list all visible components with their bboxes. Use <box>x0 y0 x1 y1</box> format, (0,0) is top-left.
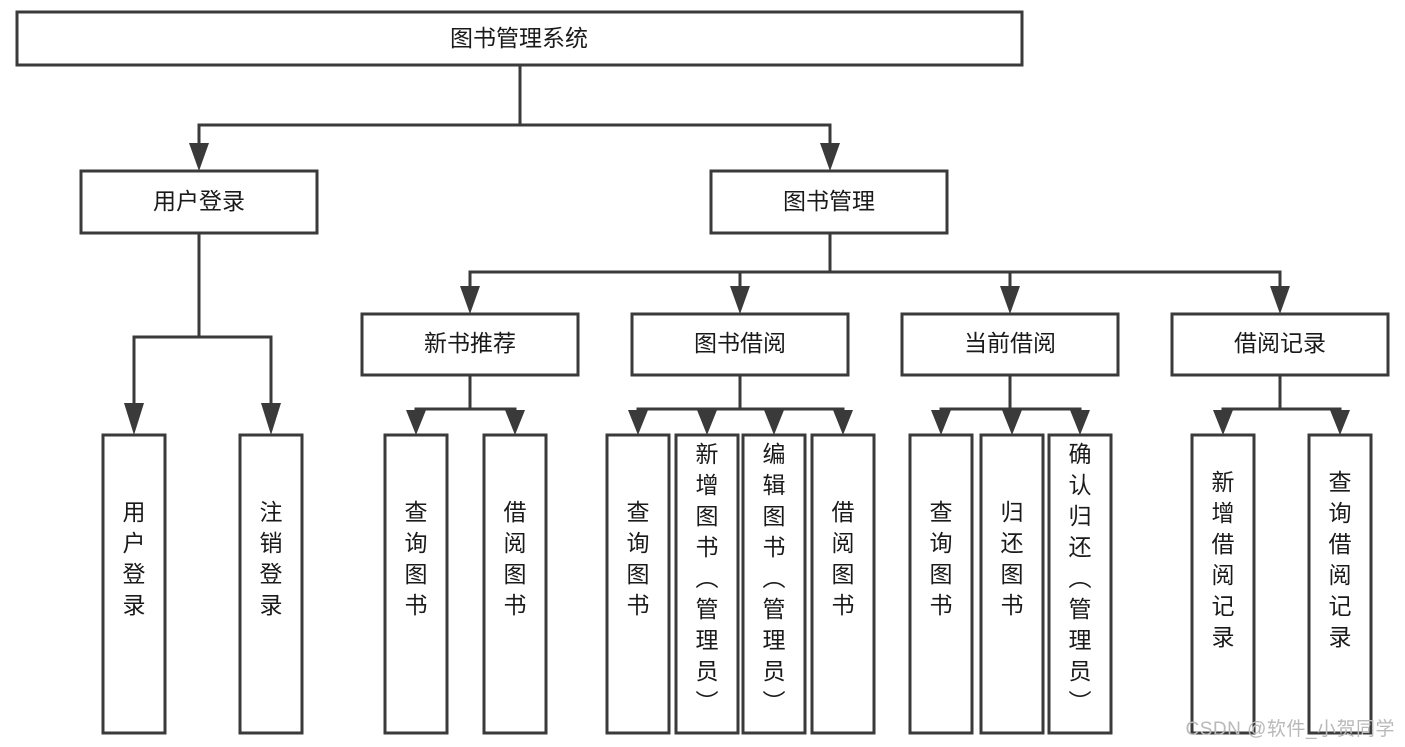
node-root-label: 图书管理系统 <box>450 25 588 51</box>
arrow-head-leaf-edit-book <box>764 410 784 435</box>
arrow-head-leaf-confirm-return <box>1070 410 1090 435</box>
node-leaf-return-book-box <box>979 433 1045 735</box>
node-leaf-add-book-box <box>674 433 740 735</box>
arrow-head-user-login <box>189 143 209 171</box>
arrow-head-book-borrow <box>730 286 750 314</box>
arrow-head-new-book-recommend <box>460 286 480 314</box>
node-leaf-user-login[interactable]: 用户登录 <box>101 433 167 735</box>
arrow-head-leaf-user-login <box>124 403 144 435</box>
node-new-book-recommend-label: 新书推荐 <box>424 330 516 356</box>
arrow-head-leaf-add-book <box>697 410 717 435</box>
node-leaf-add-record-label: 新增借阅记录 <box>1212 469 1235 650</box>
node-root-box <box>15 10 1024 67</box>
arrow-head-leaf-query-book-1 <box>406 410 426 435</box>
node-user-login-label: 用户登录 <box>153 188 245 214</box>
node-current-borrow-box <box>900 312 1120 377</box>
node-leaf-add-record-box <box>1190 433 1256 735</box>
arrow-head-leaf-return-book <box>1002 410 1022 435</box>
arrow-head-leaf-query-record <box>1330 410 1350 435</box>
arrow-head-leaf-borrow-book-1 <box>505 410 525 435</box>
arrow-head-leaf-add-record <box>1213 410 1233 435</box>
node-borrow-record-box <box>1170 312 1390 377</box>
node-leaf-query-record[interactable]: 查询借阅记录 <box>1307 433 1373 735</box>
node-borrow-record-label: 借阅记录 <box>1234 330 1326 356</box>
node-leaf-add-book-label: 新增图书︵管理员︶ <box>696 441 719 715</box>
node-leaf-return-book-label: 归还图书 <box>1001 499 1024 618</box>
arrow-head-leaf-query-book-3 <box>931 410 951 435</box>
node-user-login-box <box>79 169 319 235</box>
node-borrow-record[interactable]: 借阅记录 <box>1170 312 1390 377</box>
node-leaf-user-login-box <box>101 433 167 735</box>
node-leaf-borrow-book-2[interactable]: 借阅图书 <box>810 433 876 735</box>
node-book-borrow-label: 图书借阅 <box>694 330 786 356</box>
connector-lines-group <box>124 63 1350 435</box>
csdn-watermark: CSDN @软件_小贺同学 <box>1185 719 1395 740</box>
node-leaf-confirm-return[interactable]: 确认归还︵管理员︶ <box>1047 433 1113 735</box>
node-leaf-edit-book[interactable]: 编辑图书︵管理员︶ <box>741 433 807 735</box>
node-leaf-edit-book-label: 编辑图书︵管理员︶ <box>763 441 786 715</box>
node-new-book-recommend-box <box>360 312 580 377</box>
arrow-head-leaf-user-logout <box>261 403 281 435</box>
node-leaf-query-book-3[interactable]: 查询图书 <box>908 433 974 735</box>
node-leaf-borrow-book-1-label: 借阅图书 <box>504 499 527 618</box>
node-new-book-recommend[interactable]: 新书推荐 <box>360 312 580 377</box>
node-leaf-borrow-book-2-label: 借阅图书 <box>832 499 855 618</box>
node-leaf-add-book[interactable]: 新增图书︵管理员︶ <box>674 433 740 735</box>
node-leaf-query-book-1[interactable]: 查询图书 <box>383 433 449 735</box>
node-leaf-query-record-box <box>1307 433 1373 735</box>
node-current-borrow-label: 当前借阅 <box>964 330 1056 356</box>
node-leaf-edit-book-box <box>741 433 807 735</box>
node-leaf-return-book[interactable]: 归还图书 <box>979 433 1045 735</box>
node-leaf-user-logout[interactable]: 注销登录 <box>238 433 304 735</box>
node-leaf-add-record[interactable]: 新增借阅记录 <box>1190 433 1256 735</box>
node-book-manage-box <box>709 169 949 235</box>
node-book-borrow[interactable]: 图书借阅 <box>630 312 850 377</box>
node-book-borrow-box <box>630 312 850 377</box>
node-leaf-query-book-2-box <box>605 433 671 735</box>
node-leaf-confirm-return-label: 确认归还︵管理员︶ <box>1069 441 1092 715</box>
arrow-head-current-borrow <box>1000 286 1020 314</box>
arrow-head-book-manage <box>820 143 840 171</box>
node-book-manage[interactable]: 图书管理 <box>709 169 949 235</box>
node-leaf-user-login-label: 用户登录 <box>123 499 146 618</box>
node-leaf-query-record-label: 查询借阅记录 <box>1329 469 1352 650</box>
arrow-head-borrow-record <box>1270 286 1290 314</box>
node-leaf-user-logout-label: 注销登录 <box>260 499 283 618</box>
node-leaf-borrow-book-1-box <box>482 433 548 735</box>
node-leaf-query-book-2[interactable]: 查询图书 <box>605 433 671 735</box>
node-root[interactable]: 图书管理系统 <box>15 10 1024 67</box>
node-leaf-borrow-book-2-box <box>810 433 876 735</box>
node-leaf-borrow-book-1[interactable]: 借阅图书 <box>482 433 548 735</box>
arrow-head-leaf-borrow-book-2 <box>833 410 853 435</box>
node-book-manage-label: 图书管理 <box>783 188 875 214</box>
node-user-login[interactable]: 用户登录 <box>79 169 319 235</box>
node-current-borrow[interactable]: 当前借阅 <box>900 312 1120 377</box>
node-leaf-query-book-2-label: 查询图书 <box>627 499 650 618</box>
node-leaf-query-book-1-label: 查询图书 <box>405 499 428 618</box>
node-leaf-user-logout-box <box>238 433 304 735</box>
arrow-head-leaf-query-book-2 <box>628 410 648 435</box>
node-leaf-query-book-1-box <box>383 433 449 735</box>
node-leaf-query-book-3-box <box>908 433 974 735</box>
node-leaf-confirm-return-box <box>1047 433 1113 735</box>
node-leaf-query-book-3-label: 查询图书 <box>930 499 953 618</box>
